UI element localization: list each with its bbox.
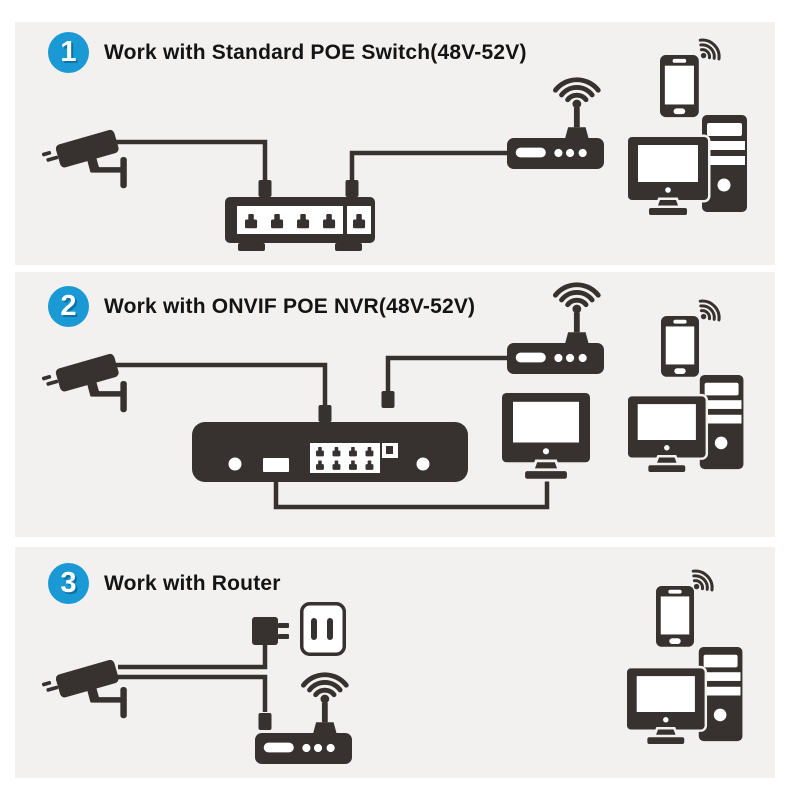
smartphone-icon bbox=[656, 586, 694, 647]
poe-nvr-icon bbox=[192, 422, 468, 482]
camera-to-nvr-cable bbox=[115, 362, 328, 405]
camera-to-switch-cable bbox=[115, 139, 268, 181]
wifi-router-icon bbox=[507, 80, 604, 169]
desktop-computer-icon bbox=[627, 647, 742, 744]
rj45-plug-icon bbox=[318, 405, 332, 422]
security-camera-icon bbox=[40, 352, 127, 413]
wifi-router-icon bbox=[507, 285, 604, 374]
nvr-to-monitor-cable bbox=[273, 479, 550, 510]
wall-outlet-icon bbox=[300, 602, 346, 656]
camera-to-router-cable bbox=[116, 674, 268, 712]
panel-onvif-poe-nvr: 2 Work with ONVIF POE NVR(48V-52V) bbox=[15, 272, 775, 537]
panel-title: Work with ONVIF POE NVR(48V-52V) bbox=[104, 294, 476, 318]
step-badge: 2 bbox=[48, 286, 89, 327]
desktop-computer-icon bbox=[628, 375, 743, 472]
poe-switch-icon bbox=[225, 197, 375, 251]
rj45-plug-icon bbox=[381, 391, 395, 408]
panel-router: 3 Work with Router bbox=[15, 547, 775, 778]
desktop-computer-icon bbox=[628, 115, 747, 215]
rj45-plug-icon bbox=[258, 713, 272, 730]
power-adapter-icon bbox=[252, 617, 289, 645]
rj45-plug-icon bbox=[345, 180, 359, 197]
step-badge: 3 bbox=[48, 563, 89, 604]
panel-header: 1 Work with Standard POE Switch(48V-52V) bbox=[48, 32, 527, 73]
panel-standard-poe-switch: 1 Work with Standard POE Switch(48V-52V) bbox=[15, 22, 775, 265]
security-camera-icon bbox=[40, 658, 127, 719]
panel-header: 3 Work with Router bbox=[48, 563, 281, 604]
panel-title: Work with Router bbox=[104, 571, 281, 595]
display-monitor-icon bbox=[502, 393, 590, 479]
smartphone-icon bbox=[660, 55, 699, 118]
camera-to-adapter-cable bbox=[118, 645, 268, 670]
switch-to-router-cable bbox=[349, 150, 510, 181]
nvr-to-router-cable bbox=[385, 355, 515, 391]
smartphone-icon bbox=[661, 316, 699, 377]
step-badge: 1 bbox=[48, 32, 89, 73]
panel-title: Work with Standard POE Switch(48V-52V) bbox=[104, 40, 527, 64]
security-camera-icon bbox=[40, 128, 127, 189]
panel-header: 2 Work with ONVIF POE NVR(48V-52V) bbox=[48, 286, 475, 327]
rj45-plug-icon bbox=[258, 180, 272, 197]
